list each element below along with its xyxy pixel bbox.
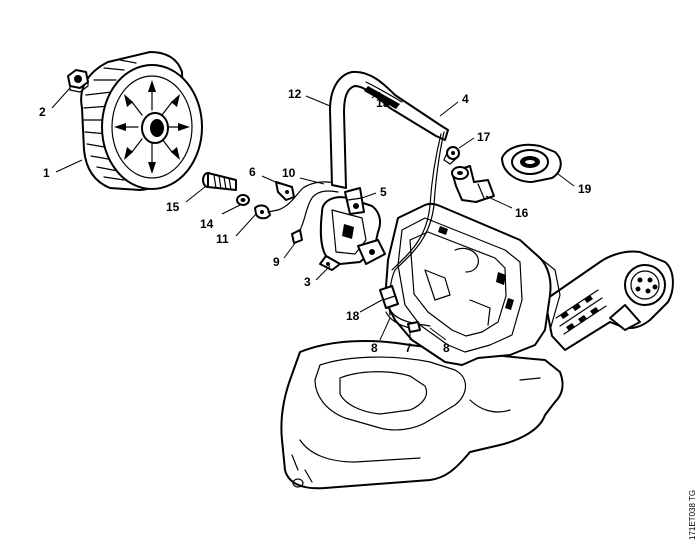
leader-lines	[51, 87, 575, 341]
short-circuit-wire	[295, 190, 339, 237]
callout-labels: 1 2 3 4 5 6 7 8 8 9 10 11 12 13 14 15 16…	[39, 87, 592, 355]
callout-1: 1	[43, 166, 50, 180]
grommet	[443, 146, 460, 165]
callout-10: 10	[282, 166, 296, 180]
callout-8-left: 8	[371, 341, 378, 355]
wire-terminal	[291, 229, 303, 244]
callout-4: 4	[462, 92, 469, 106]
crankcase-housing	[280, 339, 564, 490]
wire-clip	[275, 181, 295, 201]
ground-wire	[277, 181, 339, 211]
callout-11: 11	[216, 232, 229, 246]
callout-13: 13	[376, 96, 390, 110]
callout-5: 5	[380, 185, 387, 199]
callout-14: 14	[200, 217, 214, 231]
callout-19: 19	[578, 182, 592, 196]
tank-housing-handle	[384, 202, 674, 366]
washer	[236, 194, 250, 206]
callout-18: 18	[346, 309, 360, 323]
callout-12: 12	[288, 87, 302, 101]
callout-3: 3	[304, 275, 311, 289]
nut	[67, 69, 89, 93]
handlebar	[329, 70, 449, 189]
elbow-connector	[451, 165, 495, 203]
drawing-code: 171ET038 TG	[688, 490, 697, 540]
flywheel	[80, 51, 203, 191]
callout-16: 16	[515, 206, 529, 220]
callout-7: 7	[405, 341, 412, 355]
callout-6: 6	[249, 165, 256, 179]
callout-2: 2	[39, 105, 46, 119]
terminal-lug	[254, 204, 279, 220]
callout-15: 15	[166, 200, 180, 214]
callout-17: 17	[477, 130, 491, 144]
wire-sleeve	[407, 321, 421, 333]
callout-9: 9	[273, 255, 280, 269]
callout-8-right: 8	[443, 341, 450, 355]
oval-grommet	[501, 143, 562, 183]
wire-guide	[379, 285, 399, 309]
ignition-module	[319, 187, 386, 271]
screw	[202, 172, 237, 191]
